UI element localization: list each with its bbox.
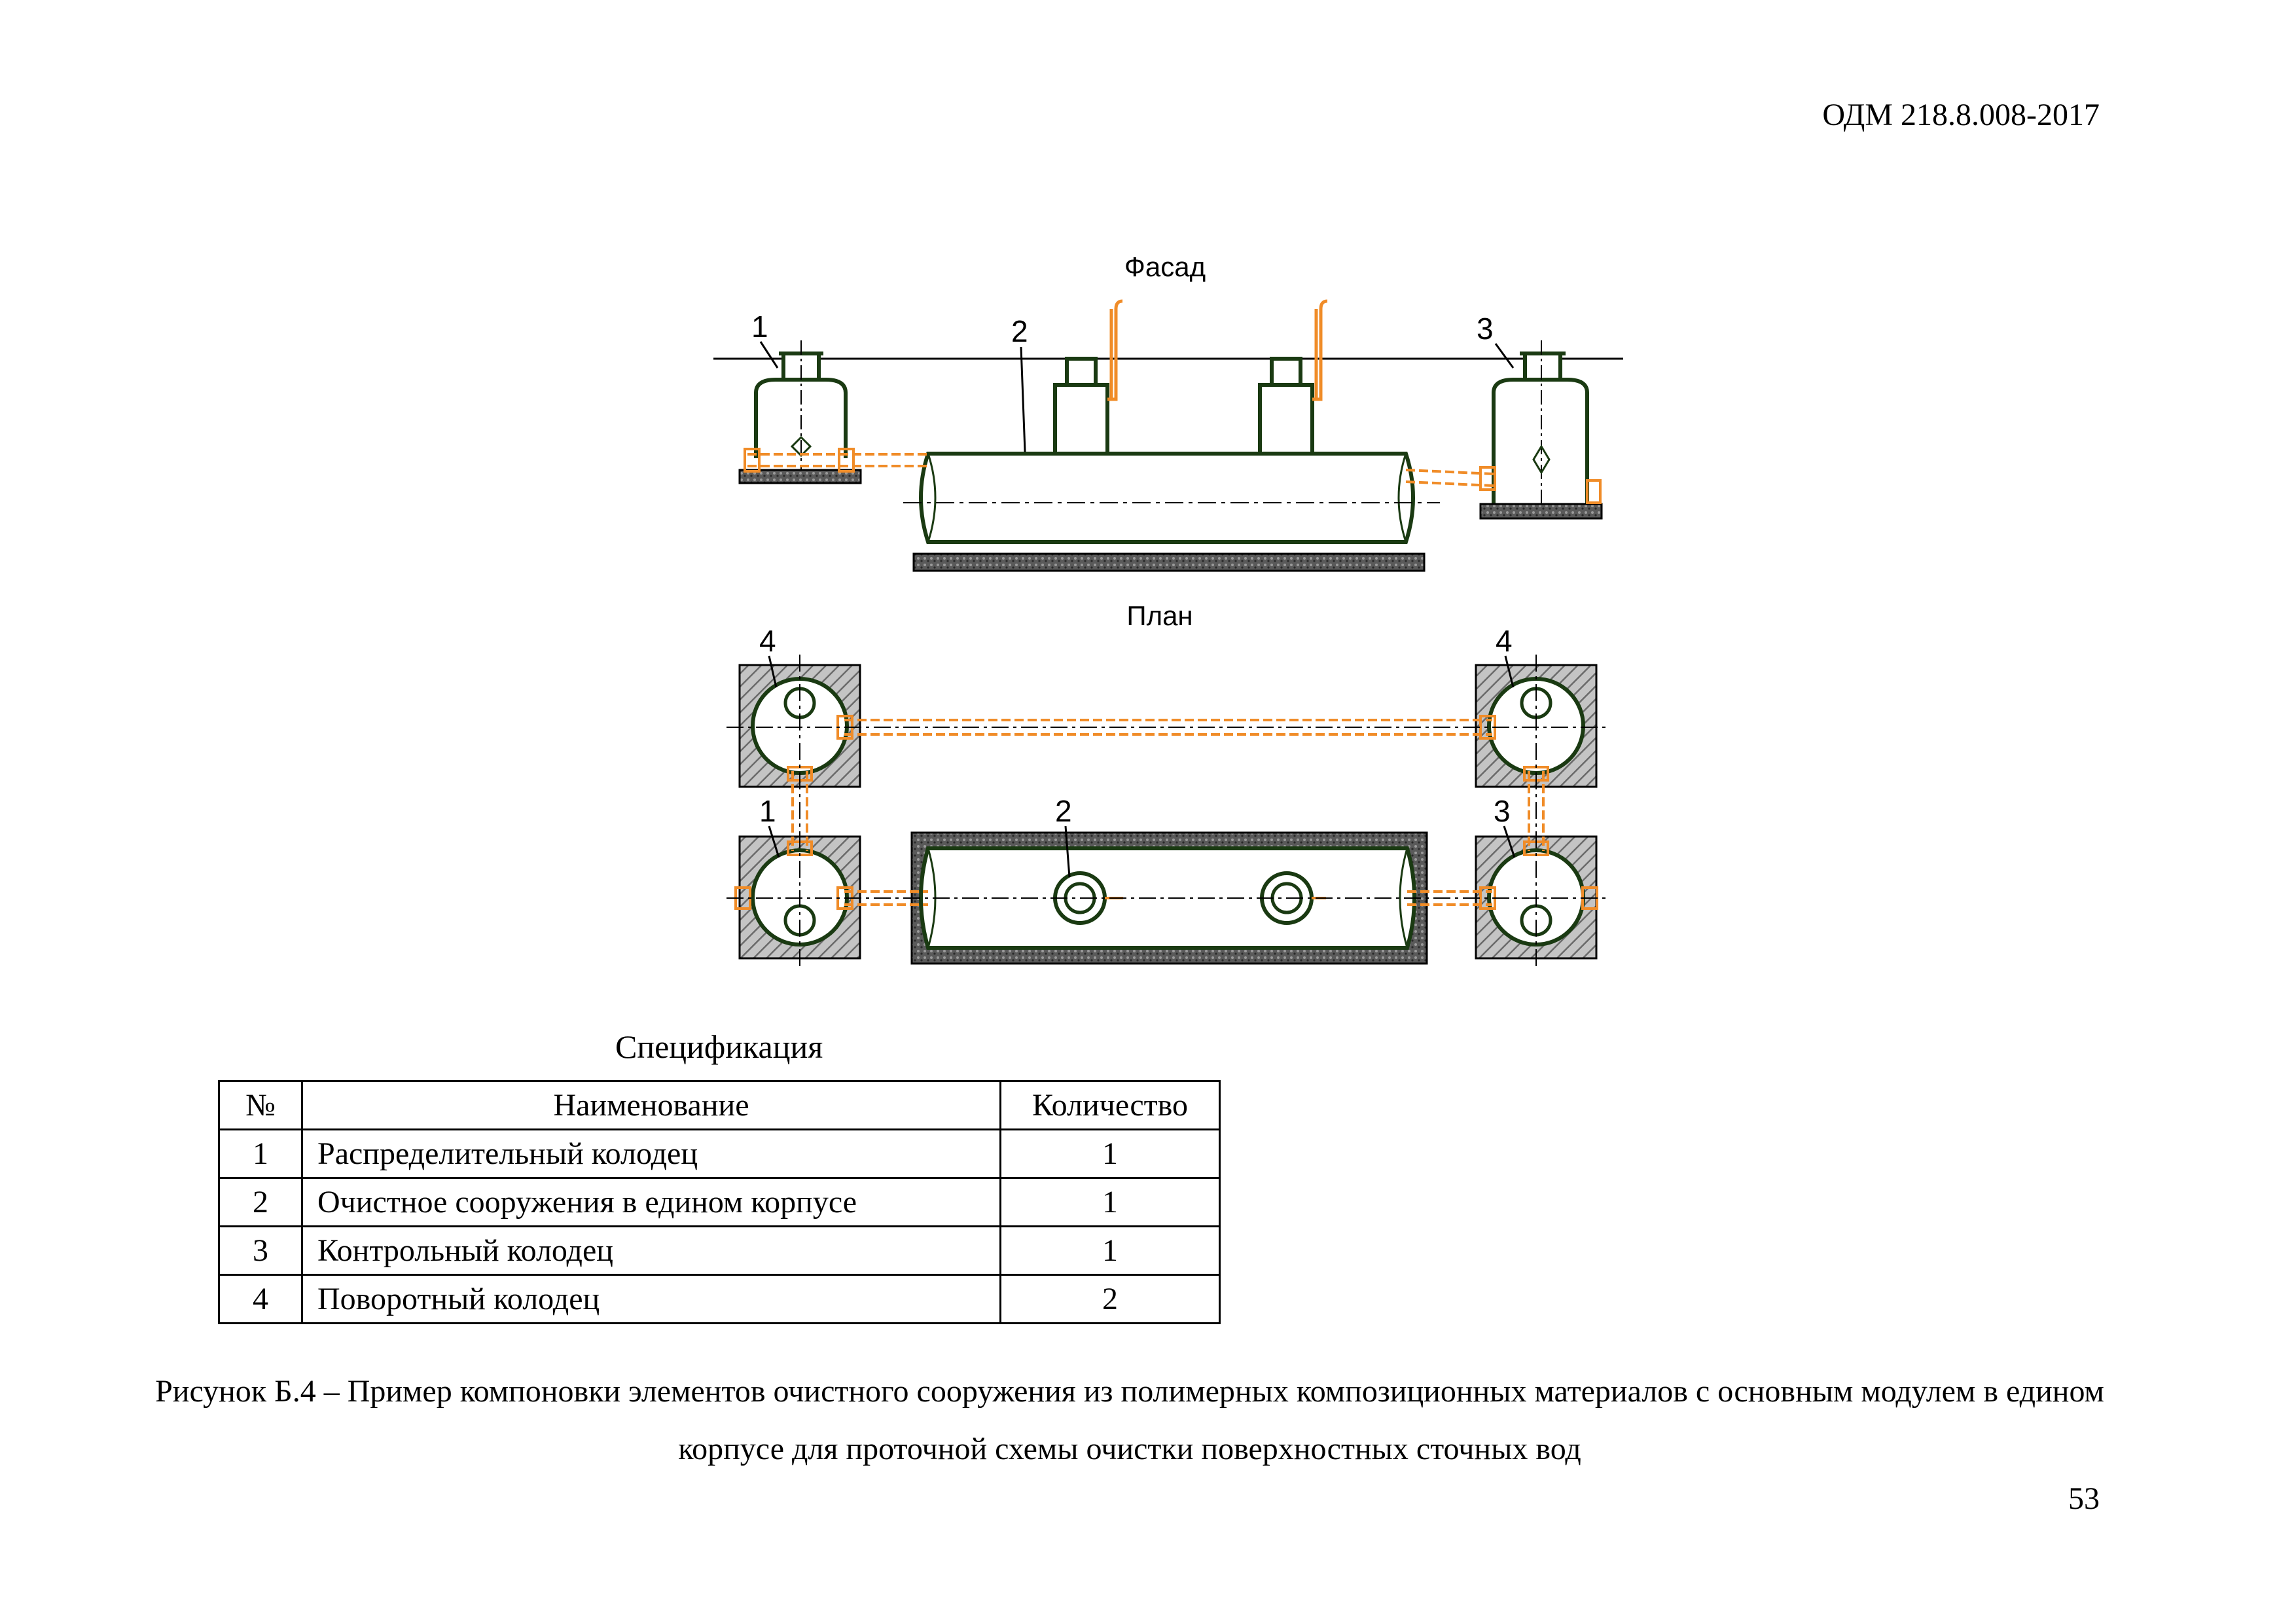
row-quantity: 1 (999, 1128, 1221, 1179)
callout-1-plan: 1 (759, 794, 776, 828)
facade-callouts (759, 341, 1515, 452)
facade-well-3-slab (1479, 503, 1603, 520)
callout-2-plan: 2 (1055, 794, 1072, 828)
specification-title: Спецификация (615, 1028, 823, 1065)
table-row: 2 Очистное сооружения в едином корпусе 1 (218, 1177, 1221, 1227)
column-header-name: Наименование (301, 1080, 1001, 1130)
callout-4-left: 4 (759, 624, 776, 658)
row-number: 2 (218, 1177, 303, 1227)
plan-center-lines (726, 655, 1610, 969)
facade-main-tank (903, 357, 1440, 544)
facade-connecting-pipes (744, 448, 1602, 504)
row-number: 1 (218, 1128, 303, 1179)
facade-vent-pipes (1107, 299, 1328, 401)
row-name: Поворотный колодец (301, 1274, 1001, 1324)
table-row: 4 Поворотный колодец 2 (218, 1274, 1221, 1324)
facade-distribution-well (754, 340, 848, 471)
row-name: Распределительный колодец (301, 1128, 1001, 1179)
facade-control-well (1492, 340, 1589, 517)
table-row: 1 Распределительный колодец 1 (218, 1128, 1221, 1179)
table-row: 3 Контрольный колодец 1 (218, 1225, 1221, 1276)
installation-drawing: Фасад (713, 251, 1623, 969)
figure-caption: Рисунок Б.4 – Пример компоновки элементо… (155, 1374, 2104, 1466)
facade-well-1-slab (738, 469, 862, 484)
callout-4-right: 4 (1496, 624, 1513, 658)
callout-3-plan: 3 (1494, 794, 1511, 828)
row-number: 3 (218, 1225, 303, 1276)
row-quantity: 1 (999, 1177, 1221, 1227)
row-name: Очистное сооружения в едином корпусе (301, 1177, 1001, 1227)
plan-title: План (1126, 600, 1193, 631)
page-number: 53 (2068, 1481, 2100, 1516)
column-header-number: № (218, 1080, 303, 1130)
plan-callouts (768, 655, 1516, 878)
row-name: Контрольный колодец (301, 1225, 1001, 1276)
plan-well-1 (738, 835, 861, 960)
facade-title: Фасад (1124, 251, 1206, 282)
callout-3: 3 (1477, 312, 1494, 346)
table-header-row: № Наименование Количество (218, 1080, 1221, 1130)
row-quantity: 1 (999, 1225, 1221, 1276)
row-quantity: 2 (999, 1274, 1221, 1324)
callout-1: 1 (751, 310, 768, 344)
column-header-quantity: Количество (999, 1080, 1221, 1130)
specification-table: № Наименование Количество 1 Распределите… (218, 1080, 1221, 1324)
document-code: ОДМ 218.8.008-2017 (1822, 98, 2100, 132)
facade-tank-slab (912, 552, 1426, 572)
callout-2: 2 (1011, 314, 1028, 348)
row-number: 4 (218, 1274, 303, 1324)
